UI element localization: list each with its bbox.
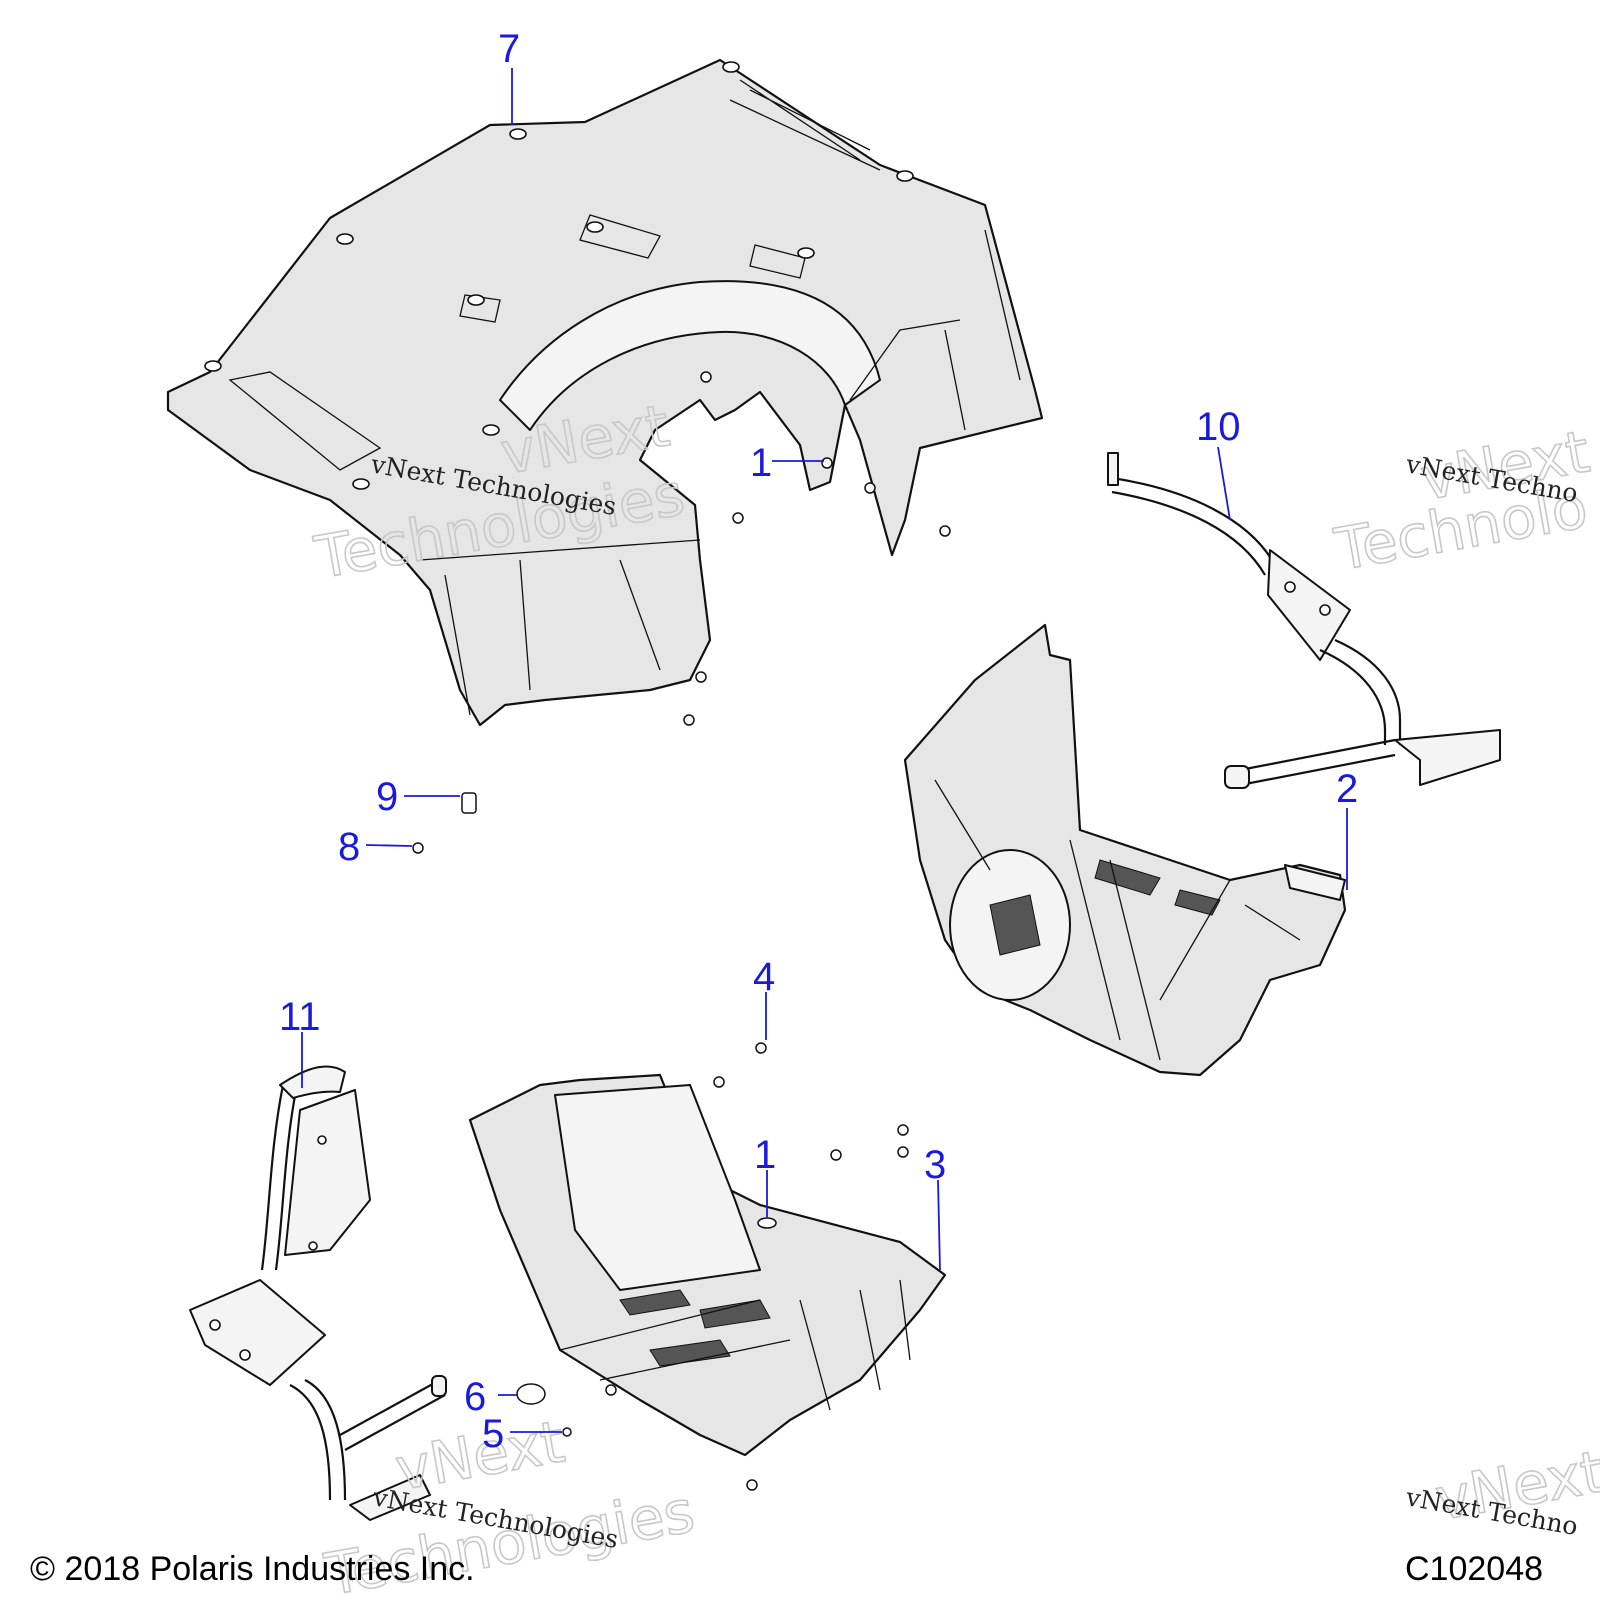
fender-mount-holes — [204, 61, 914, 490]
callout-7: 7 — [498, 27, 520, 71]
callout-leaders — [301, 68, 1348, 1433]
diagram-code: C102048 — [1405, 1550, 1543, 1588]
footer: © 2018 Polaris Industries Inc. C102048 — [30, 1550, 1543, 1588]
callout-1-lower: 1 — [754, 1133, 776, 1177]
part-11-left-footrest — [189, 1065, 447, 1521]
callout-6: 6 — [464, 1375, 486, 1419]
fender-fasteners — [412, 371, 951, 854]
callout-3: 3 — [924, 1143, 946, 1187]
part-7-rear-fender — [166, 58, 1044, 727]
part-2-right-footwell — [903, 623, 1347, 1077]
part-4-bolt — [755, 1042, 767, 1054]
callout-2: 2 — [1336, 767, 1358, 811]
copyright-text: © 2018 Polaris Industries Inc. — [30, 1550, 475, 1588]
footwell-fasteners — [516, 1042, 909, 1491]
part-10-right-footrest — [1107, 452, 1501, 789]
part-3-left-footwell — [468, 1073, 947, 1457]
callout-10: 10 — [1196, 405, 1241, 449]
callout-1-upper: 1 — [750, 441, 772, 485]
callout-9: 9 — [376, 775, 398, 819]
part-9-clip — [461, 792, 477, 814]
callout-4: 4 — [753, 955, 775, 999]
part-5-nut — [562, 1427, 572, 1437]
callout-11: 11 — [279, 995, 321, 1039]
callout-8: 8 — [338, 825, 360, 869]
part-8-screw — [412, 842, 424, 854]
callout-labels: 7 1 10 2 9 8 4 11 1 3 6 5 — [279, 27, 1358, 1456]
callout-5: 5 — [482, 1412, 504, 1456]
part-6-plug — [516, 1383, 546, 1405]
